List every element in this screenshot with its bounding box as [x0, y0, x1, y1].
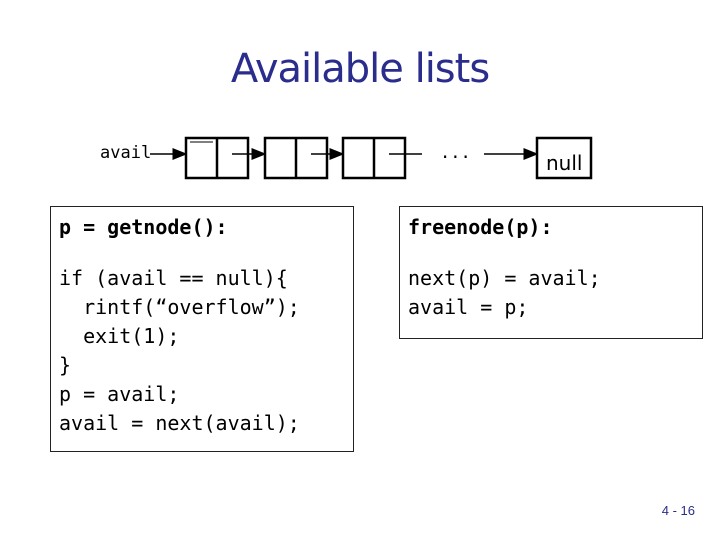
avail-head-label: avail	[100, 143, 151, 163]
list-node-1	[184, 136, 250, 180]
getnode-header: p = getnode():	[59, 215, 228, 239]
ellipsis-label: ...	[440, 143, 471, 163]
null-node	[535, 136, 593, 180]
list-node-3	[341, 136, 407, 180]
list-node-2	[263, 136, 329, 180]
freenode-code-box: freenode(p): next(p) = avail; avail = p;	[399, 206, 703, 339]
getnode-code-box: p = getnode(): if (avail == null){ rintf…	[50, 206, 354, 452]
freenode-line-2: avail = p;	[408, 295, 529, 319]
getnode-line-5: p = avail;	[59, 382, 180, 406]
linked-list-diagram: avail ... null	[100, 136, 593, 180]
page-title: Available lists	[230, 46, 490, 92]
freenode-line-1: next(p) = avail;	[408, 266, 601, 290]
getnode-line-4: }	[59, 353, 72, 377]
null-label: null	[546, 151, 582, 175]
getnode-line-6: avail = next(avail);	[59, 411, 300, 435]
page-number: 4 - 16	[661, 503, 695, 518]
freenode-header: freenode(p):	[408, 215, 553, 239]
getnode-line-3: exit(1);	[59, 324, 180, 348]
getnode-line-2: rintf(“overflow”);	[59, 295, 300, 319]
getnode-line-1: if (avail == null){	[59, 266, 288, 290]
